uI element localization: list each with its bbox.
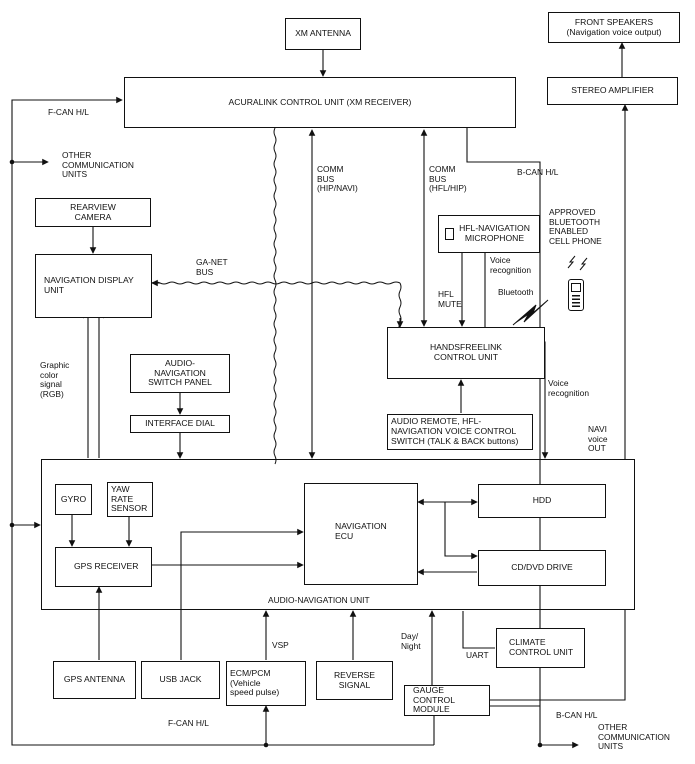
hdd-box: HDD (478, 484, 606, 518)
hfl-mute-label: HFL MUTE (438, 289, 462, 309)
gauge-wire (490, 610, 626, 701)
ecm-pcm-box: ECM/PCM (Vehicle speed pulse) (226, 661, 306, 706)
microphone-icon (445, 228, 454, 240)
ganet-vertical (273, 127, 277, 465)
comm-bus-hfl-hip-label: COMM BUS (HFL/HIP) (429, 164, 467, 194)
other-communication-units-top-label: OTHER COMMUNICATION UNITS (62, 150, 134, 180)
fcan-bottom-label: F-CAN H/L (168, 718, 209, 728)
audio-navigation-switch-panel-box: AUDIO- NAVIGATION SWITCH PANEL (130, 354, 230, 393)
graphic-color-signal-label: Graphic color signal (RGB) (40, 360, 70, 399)
ganet-horizontal (151, 281, 401, 285)
hfl-mic-label: HFL-NAVIGATION MICROPHONE (459, 223, 530, 243)
climate-control-unit-box: CLIMATE CONTROL UNIT (496, 628, 585, 668)
bcan-top-label: B-CAN H/L (517, 167, 559, 177)
fcan-bottom-bus (11, 525, 434, 746)
bcan-right-bus (466, 128, 541, 745)
uart-label: UART (466, 650, 489, 660)
usb-jack-box: USB JACK (141, 661, 220, 699)
audio-remote-switch-box: AUDIO REMOTE, HFL- NAVIGATION VOICE CONT… (387, 414, 533, 450)
gyro-box: GYRO (55, 484, 92, 515)
hfl-navigation-microphone-box: HFL-NAVIGATION MICROPHONE (438, 215, 540, 253)
stereo-amplifier-box: STEREO AMPLIFIER (547, 77, 678, 105)
handsfreelink-control-unit-box: HANDSFREELINK CONTROL UNIT (387, 327, 545, 379)
other-communication-units-bottom-label: OTHER COMMUNICATION UNITS (598, 722, 670, 752)
navi-voice-out-label: NAVI voice OUT (588, 424, 608, 454)
bluetooth-label: Bluetooth (498, 287, 534, 297)
navigation-display-unit-box: NAVIGATION DISPLAY UNIT (35, 254, 152, 318)
ga-net-bus-label: GA-NET BUS (196, 257, 228, 277)
interface-dial-box: INTERFACE DIAL (130, 415, 230, 433)
gps-receiver-box: GPS RECEIVER (55, 547, 152, 587)
xm-antenna-box: XM ANTENNA (285, 18, 361, 50)
rearview-camera-box: REARVIEW CAMERA (35, 198, 151, 227)
day-night-label: Day/ Night (401, 631, 421, 651)
cd-dvd-drive-box: CD/DVD DRIVE (478, 550, 606, 586)
comm-bus-hip-navi-label: COMM BUS (HIP/NAVI) (317, 164, 358, 194)
acuralink-control-unit-box: ACURALINK CONTROL UNIT (XM RECEIVER) (124, 77, 516, 128)
front-speakers-box: FRONT SPEAKERS (Navigation voice output) (548, 12, 680, 43)
approved-bluetooth-phone-label: APPROVED BLUETOOTH ENABLED CELL PHONE (549, 207, 602, 246)
fcan-top-label: F-CAN H/L (48, 107, 89, 117)
cell-phone-icon (568, 279, 584, 311)
gauge-control-module-box: GAUGE CONTROL MODULE (404, 685, 490, 716)
vsp-label: VSP (272, 640, 289, 650)
bluetooth-bolt (512, 299, 549, 326)
gps-antenna-box: GPS ANTENNA (53, 661, 136, 699)
fcan-left-bus (11, 96, 123, 525)
voice-recognition-top-label: Voice recognition (490, 255, 531, 275)
bcan-bottom-label: B-CAN H/L (556, 710, 598, 720)
reverse-signal-box: REVERSE SIGNAL (316, 661, 393, 700)
yaw-rate-sensor-box: YAW RATE SENSOR (107, 482, 153, 517)
audio-navigation-unit-box (41, 459, 635, 610)
audio-navigation-unit-label: AUDIO-NAVIGATION UNIT (268, 595, 370, 605)
voice-recognition-bottom-label: Voice recognition (548, 378, 589, 398)
navigation-ecu-box: NAVIGATION ECU (304, 483, 418, 585)
